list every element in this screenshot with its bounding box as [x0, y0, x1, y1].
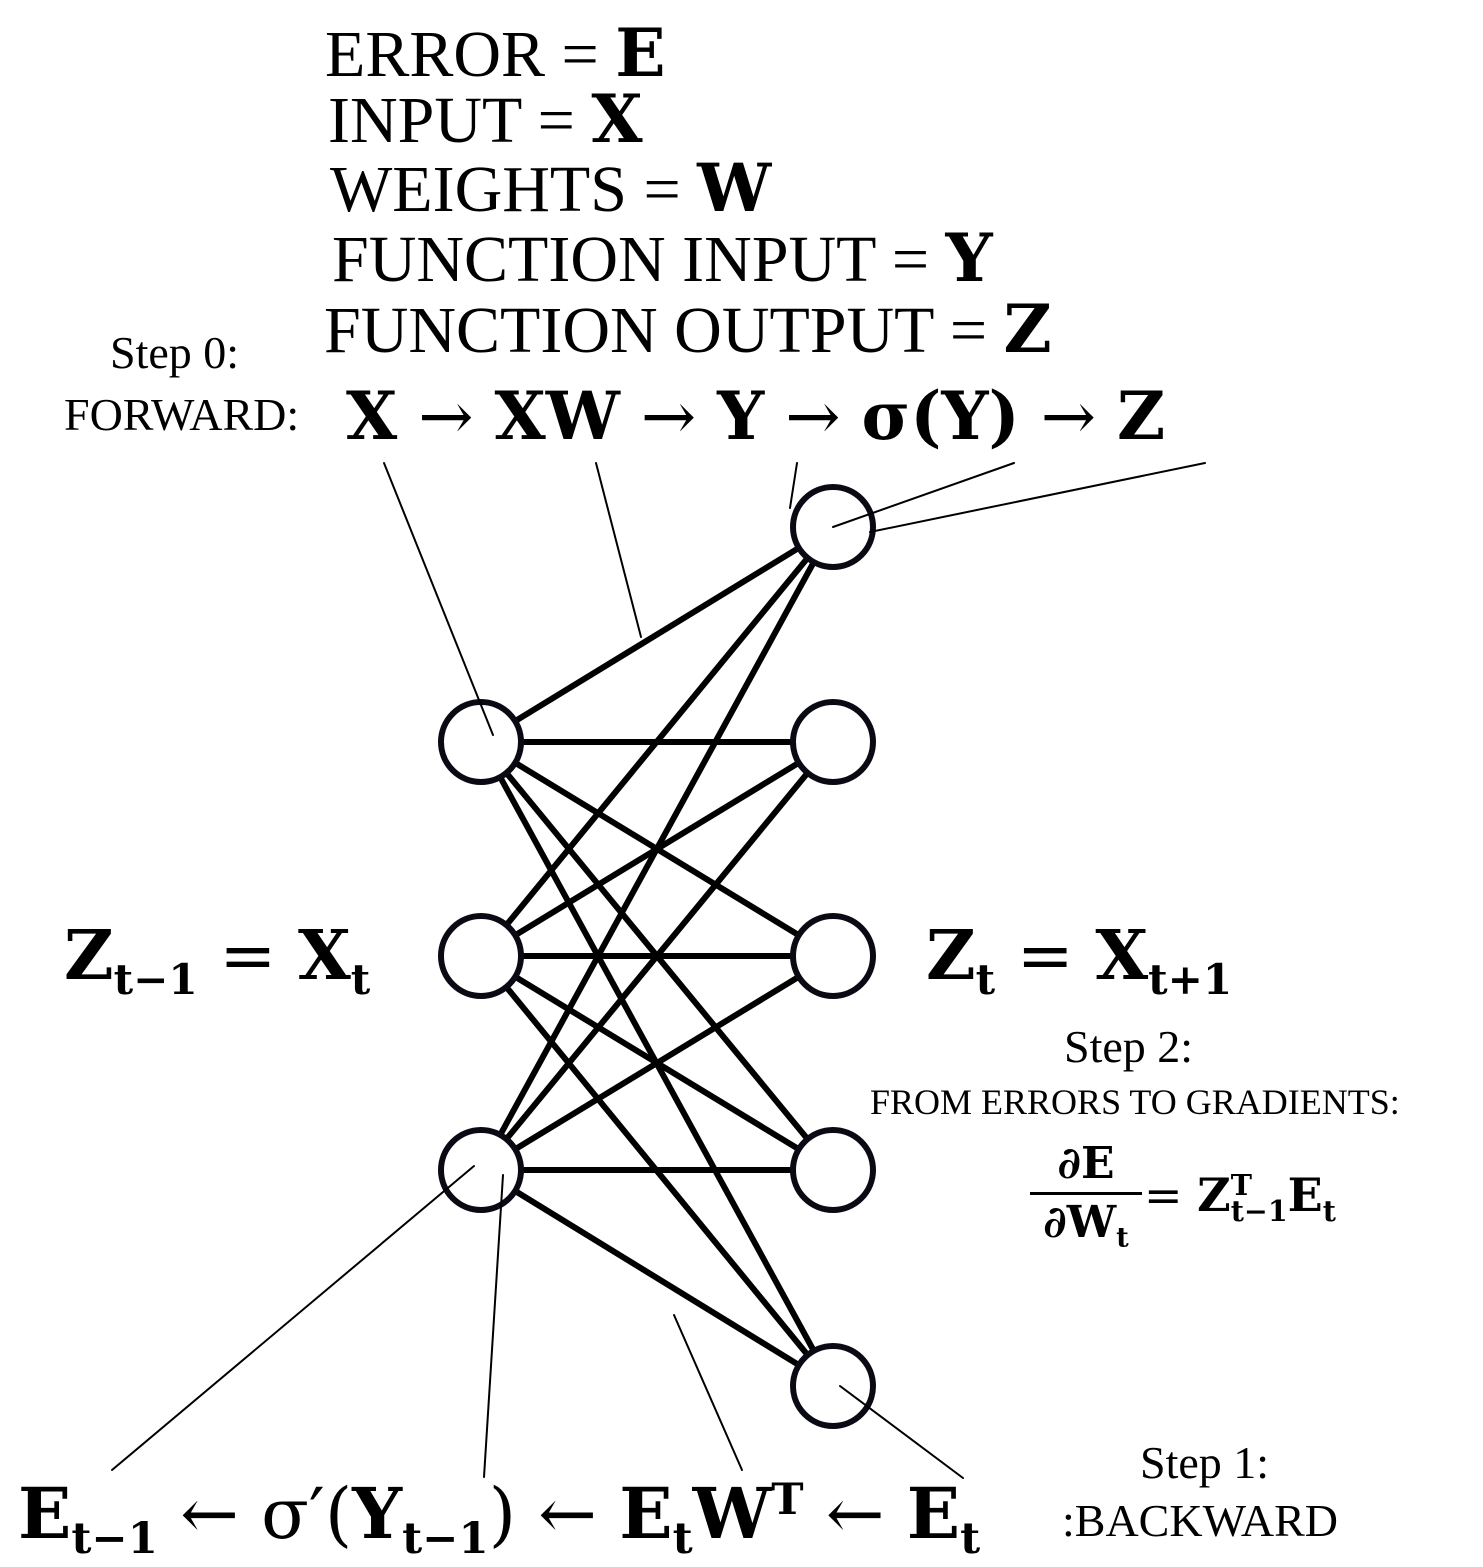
backward-e-prev: E [18, 1471, 72, 1555]
gradient-rhs-e: E [1287, 1168, 1323, 1222]
pointer-z-to-top-node [869, 462, 1206, 533]
pointer-x-to-left-node [383, 462, 494, 736]
left-layer-x: X [298, 916, 351, 996]
right-node-4 [790, 1343, 876, 1429]
definition-error-label: ERROR [325, 18, 546, 91]
backward-y-prev-sub: t−1 [402, 1513, 489, 1565]
forward-x: X [346, 377, 398, 455]
fraction-bar [1030, 1192, 1142, 1196]
definition-function-input-symbol: Y [945, 219, 993, 297]
step1-name: :BACKWARD [1062, 1495, 1339, 1546]
left-node-1 [438, 913, 524, 999]
right-node-2 [790, 913, 876, 999]
definition-function-output: FUNCTION OUTPUT = Z [324, 290, 1052, 368]
right-layer-x: X [1095, 916, 1149, 996]
definition-error: ERROR = E [325, 14, 666, 92]
gradient-denominator-base: ∂W [1043, 1197, 1117, 1249]
backward-arrow-3: ← [825, 1472, 885, 1555]
backward-arrow-2: ← [538, 1472, 597, 1555]
pointer-xw-to-edge [595, 462, 642, 638]
forward-xw: XW [494, 377, 620, 455]
forward-arrow-1: → [418, 378, 474, 455]
backward-sigma-prime: σ′( [261, 1472, 353, 1555]
gradient-rhs-z: Z [1197, 1168, 1231, 1222]
forward-chain: X → XW → Y → σ(Y) → Z [346, 383, 1165, 450]
forward-arrow-2: → [640, 378, 697, 455]
gradient-fraction: ∂E ∂Wt [1030, 1138, 1142, 1253]
pointer-sigma-to-top-node [832, 462, 1015, 528]
left-layer-z: Z [64, 916, 114, 996]
backward-y-prev: Y [352, 1471, 403, 1555]
right-node-3 [790, 1127, 876, 1213]
edge-l0-r0 [478, 524, 836, 745]
pointer-etwt-from-edge [673, 1314, 743, 1471]
backward-close-paren: ) [488, 1472, 517, 1555]
pointer-y-to-top-node [789, 462, 798, 509]
edge-l2-r2 [478, 953, 836, 1173]
pointer-sigmaprime-from-node [483, 1174, 504, 1478]
definition-input: INPUT = X [328, 80, 643, 158]
network-edges [478, 524, 836, 1389]
left-node-2 [438, 1127, 524, 1213]
edge-l2-r1 [478, 739, 836, 1173]
step2-title: Step 2: [1064, 1021, 1194, 1072]
gradient-numerator: ∂E [1057, 1138, 1115, 1189]
backward-w-sup: T [771, 1474, 804, 1525]
backward-w: W [692, 1471, 772, 1555]
edge-l2-r0 [478, 524, 836, 1173]
definition-error-symbol: E [615, 14, 666, 92]
definition-function-input-label: FUNCTION INPUT [332, 223, 876, 296]
definition-weights: WEIGHTS = W [330, 149, 772, 227]
backward-arrow-1: ← [180, 1472, 239, 1555]
backward-et: E [619, 1471, 673, 1555]
step0-name: FORWARD: [64, 389, 300, 440]
definition-function-output-label: FUNCTION OUTPUT [324, 294, 934, 367]
gradient-denominator: ∂Wt [1030, 1199, 1142, 1253]
backward-e-cur: E [906, 1471, 961, 1555]
gradient-rhs-e-sub: t [1322, 1193, 1336, 1228]
pointer-eprev-from-node [111, 1165, 475, 1471]
definition-function-output-symbol: Z [1003, 290, 1052, 368]
gradient-rhs-sup: T [1230, 1168, 1252, 1203]
left-layer-x-sub: t [350, 953, 371, 1004]
forward-sigma-y: σ(Y) [861, 377, 1020, 455]
step0-title: Step 0: [110, 327, 240, 378]
step1-title: Step 1: [1140, 1437, 1270, 1488]
backward-chain: Et−1 ← σ′(Yt−1) ← EtWT ← Et [18, 1478, 980, 1560]
forward-y: Y [717, 377, 765, 455]
definition-weights-label: WEIGHTS [330, 153, 627, 226]
network-nodes [438, 484, 876, 1429]
left-layer-z-sub: t−1 [113, 953, 198, 1004]
backward-et-sub: t [672, 1513, 693, 1565]
right-layer-x-sub: t+1 [1148, 953, 1233, 1004]
right-layer-z-sub: t [975, 953, 996, 1004]
backward-e-cur-sub: t [960, 1513, 981, 1565]
definition-function-input: FUNCTION INPUT = Y [332, 219, 993, 297]
step2-name: FROM ERRORS TO GRADIENTS: [870, 1082, 1400, 1122]
pointer-et-from-bottom-node [839, 1385, 964, 1479]
left-layer-label: Zt−1 = Xt [64, 916, 371, 1004]
annotation-pointer-lines [111, 462, 1206, 1479]
right-layer-label: Zt = Xt+1 [926, 916, 1233, 1004]
gradient-denominator-sub: t [1116, 1221, 1129, 1254]
forward-arrow-3: → [785, 378, 841, 455]
backward-e-prev-sub: t−1 [71, 1513, 158, 1565]
definition-weights-symbol: W [697, 149, 772, 227]
right-node-1 [790, 699, 876, 785]
forward-arrow-4: → [1040, 378, 1097, 455]
forward-z: Z [1117, 377, 1166, 455]
left-node-0 [438, 699, 524, 785]
right-layer-z: Z [926, 916, 976, 996]
edge-l1-r0 [478, 524, 836, 959]
gradient-rhs-sub: t−1 [1230, 1194, 1288, 1228]
definition-input-label: INPUT [328, 84, 522, 157]
edge-l2-r4 [478, 1167, 836, 1389]
definition-input-symbol: X [591, 80, 643, 158]
